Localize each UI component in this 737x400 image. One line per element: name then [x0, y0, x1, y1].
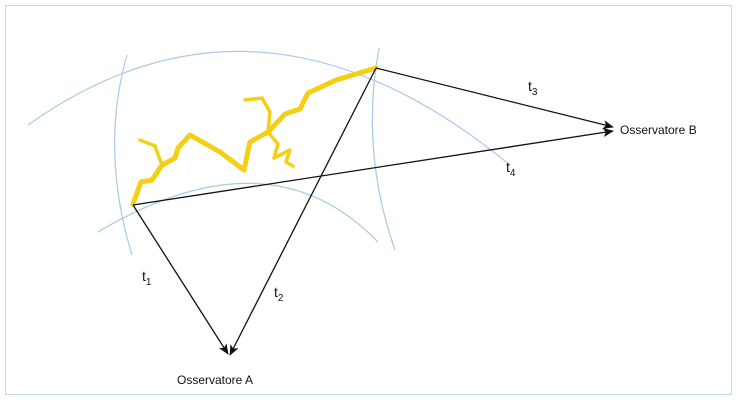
path-t4-arrow [132, 128, 614, 206]
lightning-branch-middle [243, 96, 272, 134]
time-label-t2: t2 [274, 284, 284, 304]
lightning-main-channel [130, 65, 379, 207]
time-label-t3: t3 [528, 78, 538, 98]
lightning-branch-bottom [266, 130, 295, 168]
path-t1-arrow [132, 204, 229, 355]
path-t2-arrow [229, 67, 377, 356]
lightning-branch-left [138, 138, 164, 167]
wavefront-arc-outer [27, 50, 511, 166]
observer-a-label: Osservatore A [177, 373, 253, 387]
time-label-t4: t4 [506, 159, 516, 179]
diagram-frame [5, 5, 732, 395]
wavefront-arc-right [371, 47, 396, 251]
path-t3-arrow [375, 67, 614, 129]
lightning-bolt [130, 65, 379, 207]
observer-b-label: Osservatore B [620, 123, 697, 137]
wavefront-arc-left [114, 54, 133, 256]
wavefront-arc-lower [97, 182, 379, 243]
time-label-t1: t1 [142, 268, 152, 288]
